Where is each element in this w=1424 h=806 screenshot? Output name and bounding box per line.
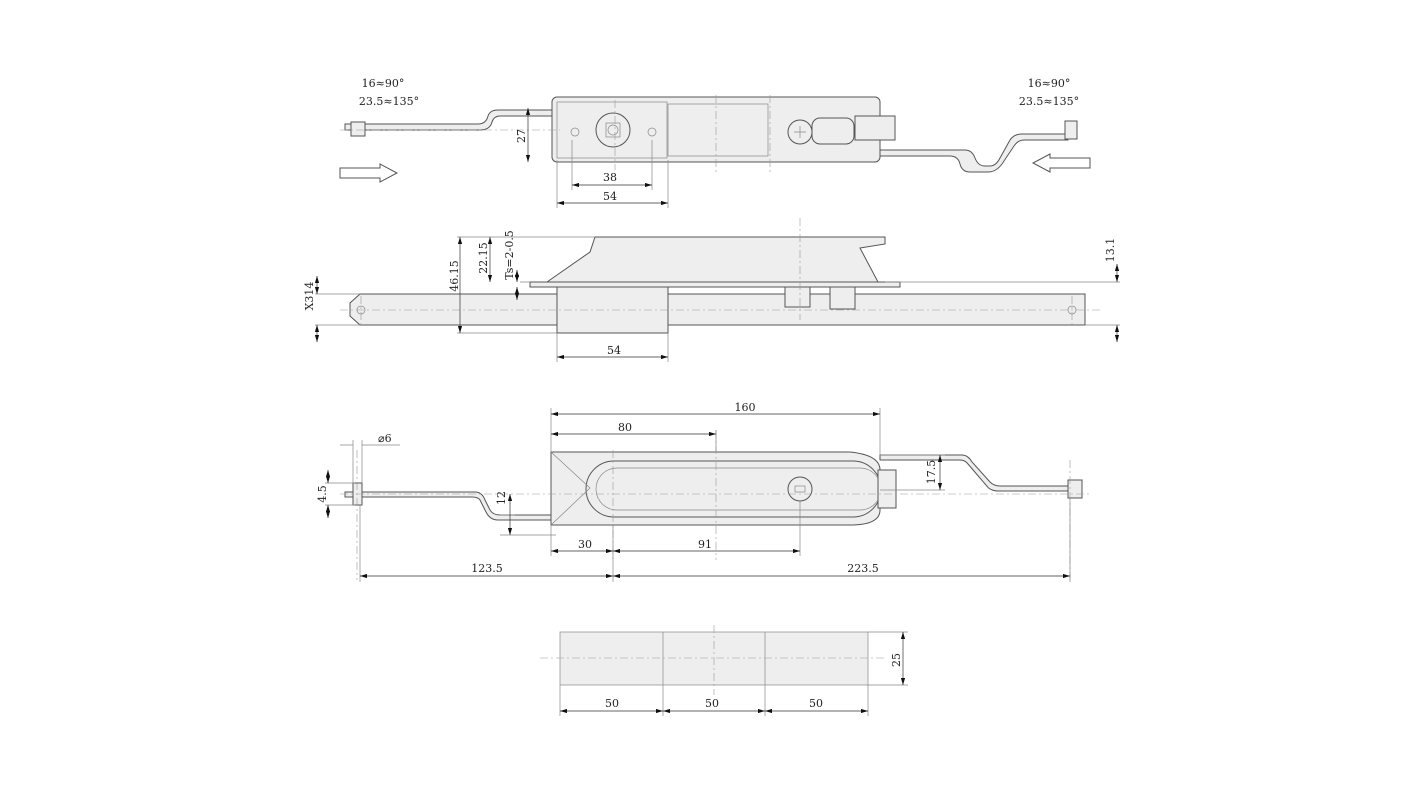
dim-46-15: 46.15 [448,260,461,292]
front-view: 160 80 ⌀6 4.5 12 17.5 30 91 123.5 223.5 [316,401,1090,582]
dim-17-5: 17.5 [925,460,938,485]
dim-50-c: 50 [809,697,823,710]
dim-50-a: 50 [605,697,619,710]
angle-left-2: 23.5≈135° [359,95,419,108]
dim-123-5: 123.5 [471,562,503,575]
dim-13-1: 13.1 [1104,238,1117,263]
angle-left-1: 16≈90° [362,77,405,90]
top-view: 16≈90° 23.5≈135° 16≈90° 23.5≈135° 27 38 … [339,77,1091,208]
dim-38: 38 [603,171,617,184]
tolerance-label: Ts=2-0.5 [503,230,516,280]
dim-91: 91 [698,538,712,551]
dim-80: 80 [618,421,632,434]
dim-160: 160 [735,401,756,414]
dim-54-side: 54 [607,344,621,357]
dim-223-5: 223.5 [847,562,879,575]
angle-right-1: 16≈90° [1028,77,1071,90]
dim-54-top: 54 [603,190,617,203]
dim-22-15: 22.15 [477,242,490,274]
dim-diameter-6: ⌀6 [378,432,392,445]
side-view: 46.15 22.15 Ts=2-0.5 X314 13.1 54 [303,218,1120,362]
dim-50-b: 50 [705,697,719,710]
dim-30: 30 [578,538,592,551]
rod-section-label: X314 [303,282,316,311]
angle-right-2: 23.5≈135° [1019,95,1079,108]
dim-25: 25 [890,653,903,667]
dim-4-5: 4.5 [316,485,329,503]
dim-27: 27 [515,129,528,143]
cutout-view: 25 50 50 50 [540,625,908,716]
dim-12: 12 [495,491,508,505]
